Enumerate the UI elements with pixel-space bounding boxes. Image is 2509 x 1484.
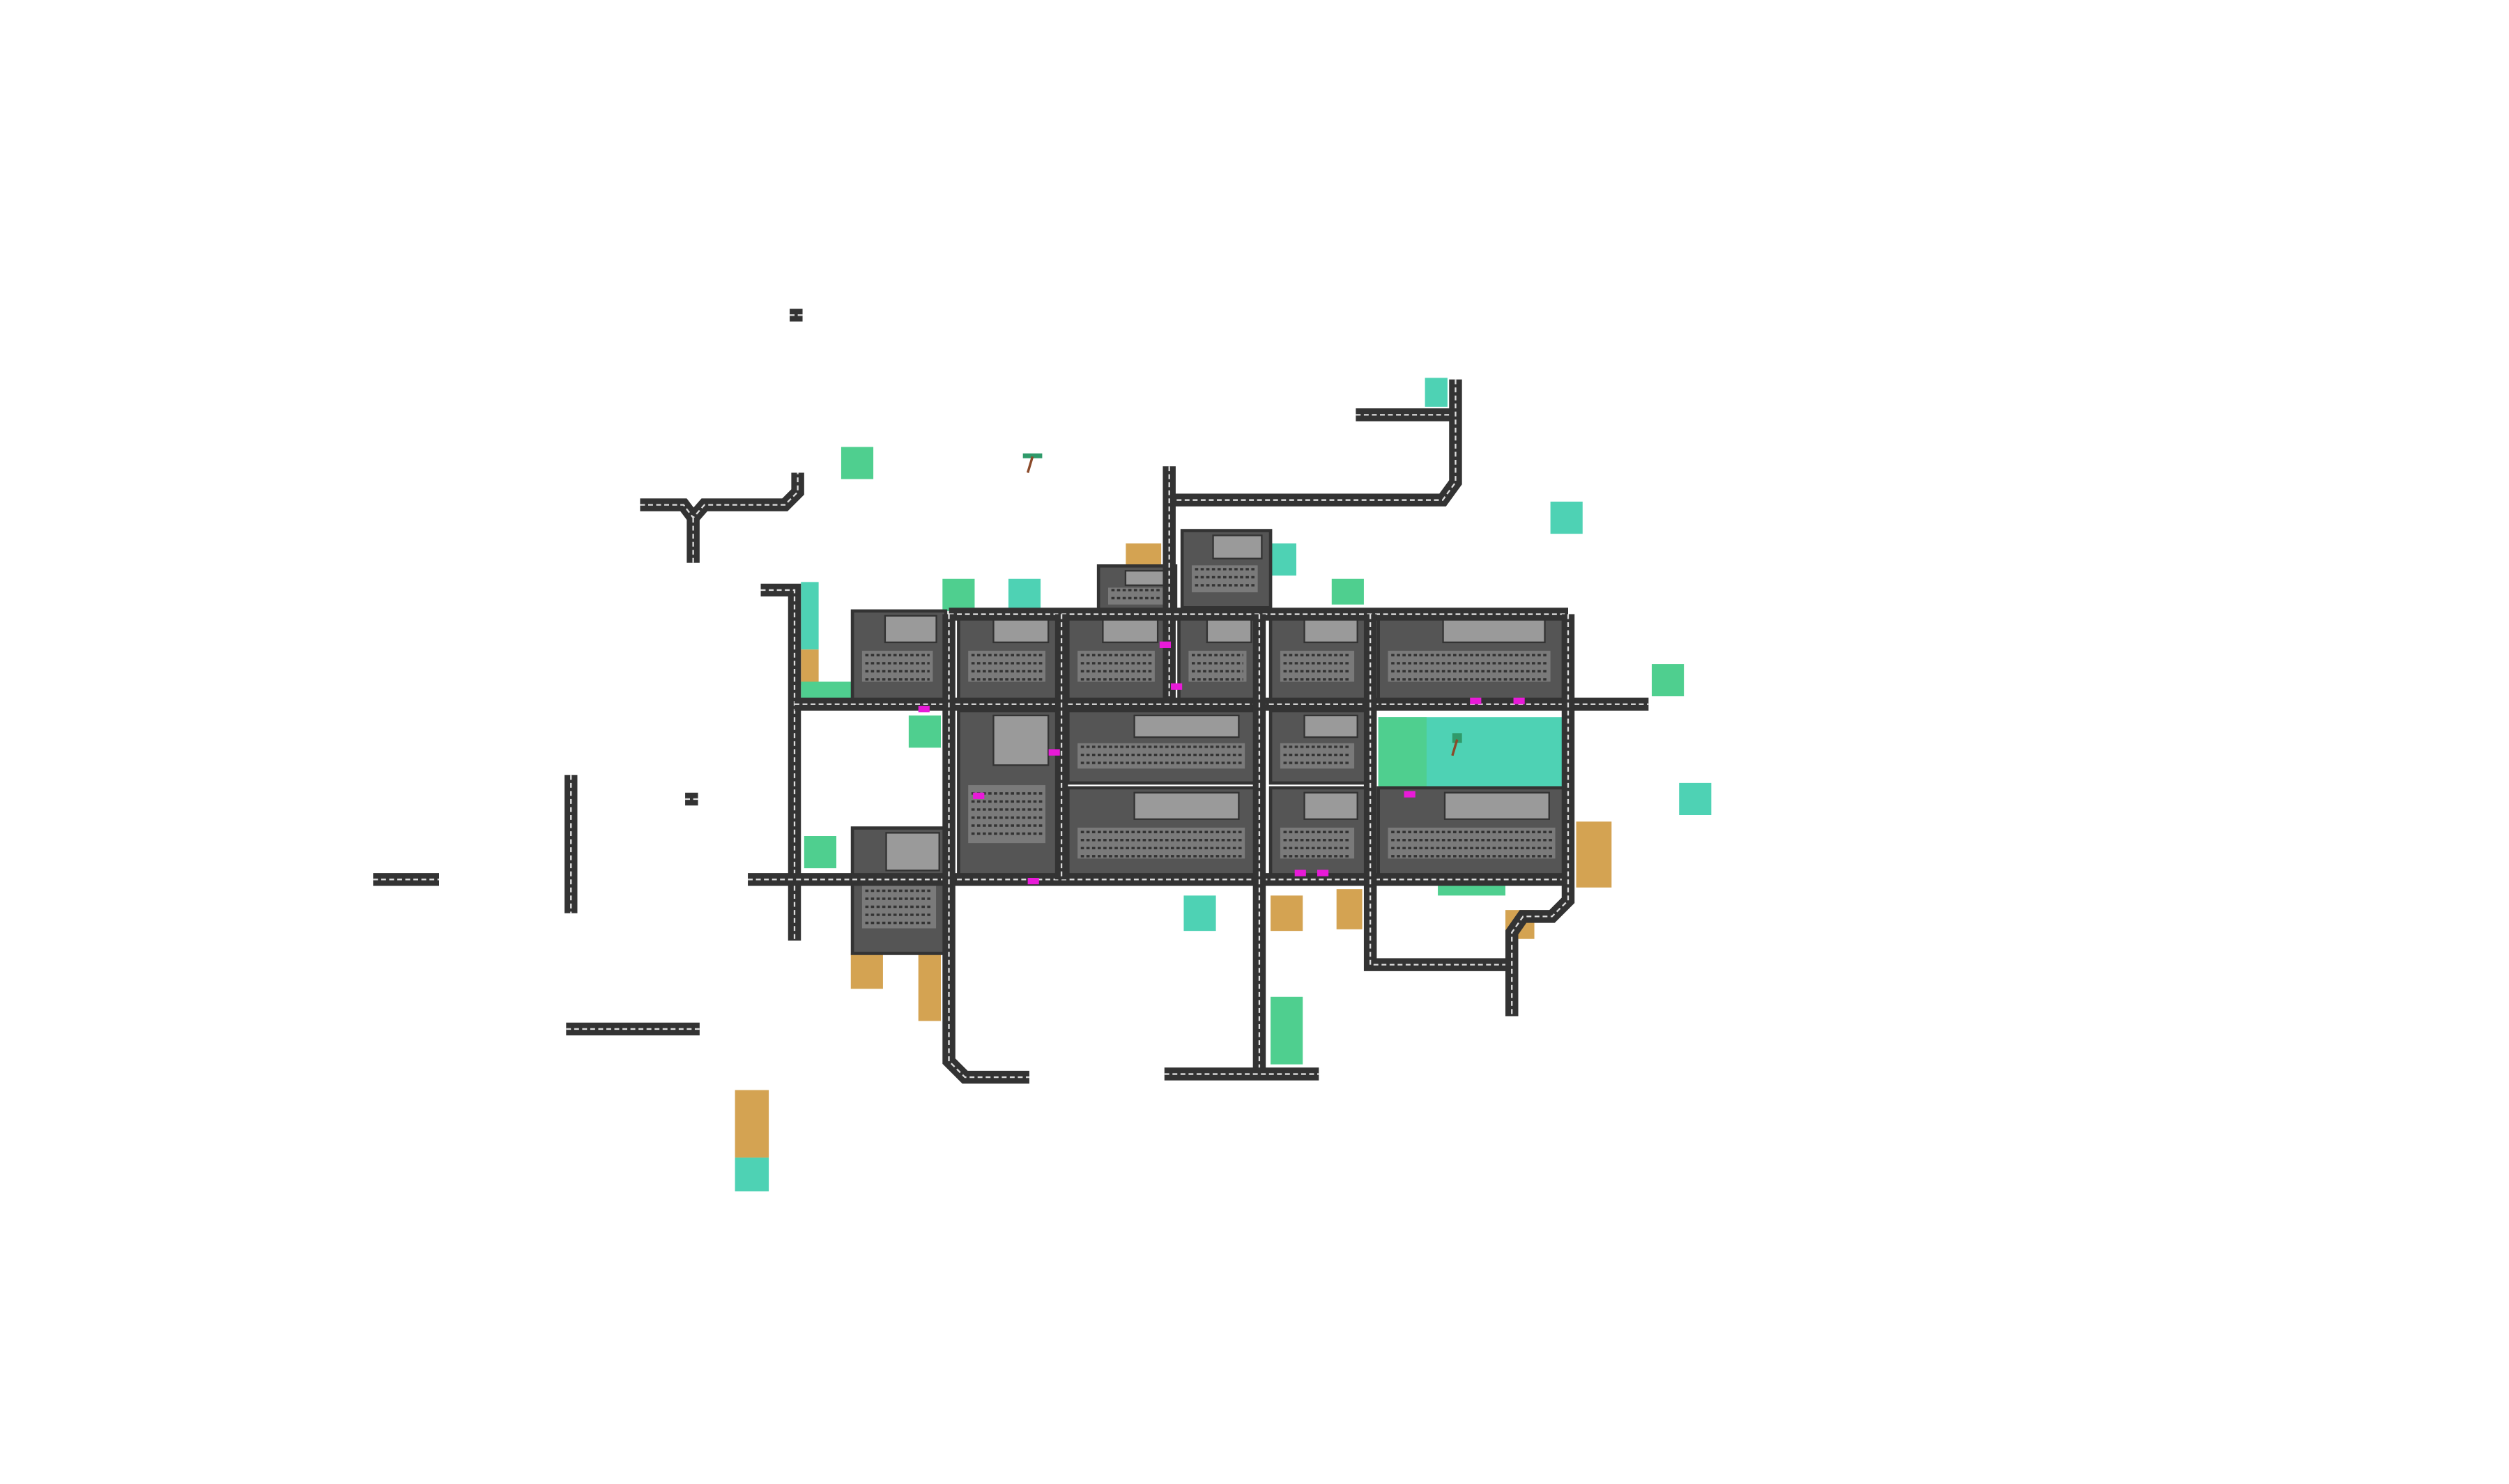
water_teal-tile [1271, 543, 1296, 576]
road-marking [948, 614, 1029, 1079]
grass-tile [801, 681, 853, 698]
grass-tile [908, 715, 941, 748]
car-icon [918, 706, 930, 713]
grass-tile [841, 447, 874, 479]
water_teal-tile [1183, 895, 1216, 932]
road-marking [1511, 614, 1570, 1017]
city-blocks [850, 529, 1570, 955]
car-icon [1470, 697, 1482, 704]
building-roof [1133, 714, 1240, 739]
road-tile-icon [760, 583, 801, 941]
car-icon [1159, 641, 1171, 648]
sand-tile [1271, 895, 1303, 932]
road-marking [1169, 379, 1457, 501]
car-icon [973, 792, 985, 799]
tree-icon [1022, 453, 1043, 458]
building-roof [1443, 791, 1550, 820]
building-roof [884, 615, 937, 644]
sand-tile [801, 649, 819, 686]
tree-trunk [1026, 456, 1034, 473]
car-icon [1171, 683, 1183, 690]
building-roof [1303, 714, 1358, 739]
water_teal-tile [1008, 578, 1041, 611]
grass-tile [1271, 996, 1303, 1065]
car-icon [1294, 869, 1306, 876]
road-marking [1369, 614, 1512, 966]
water_teal-tile [1679, 782, 1712, 815]
sand-tile [735, 1090, 769, 1158]
grass-tile [942, 578, 975, 611]
road-marking [640, 472, 799, 519]
building-roof [1303, 791, 1358, 820]
building-roof [1212, 534, 1263, 559]
grass-tile [804, 836, 836, 869]
building-roof [1133, 791, 1240, 820]
tree-icon [1022, 453, 1462, 757]
road-marking [760, 589, 796, 941]
water_teal-tile [735, 1157, 769, 1191]
car-icon [1027, 878, 1039, 885]
building-roof [992, 714, 1050, 766]
sand-tile [918, 953, 941, 1021]
sand-tile [1336, 889, 1363, 929]
grass-tile [1652, 664, 1685, 697]
sand-tile [1126, 543, 1162, 566]
building-roof [885, 832, 940, 872]
terrain-tiles [735, 378, 1712, 1191]
water_teal-tile [801, 582, 819, 650]
road-tile-icon [640, 472, 804, 528]
grass-tile [1331, 578, 1364, 605]
tree-trunk [1451, 739, 1459, 757]
car-icon [1317, 869, 1329, 876]
vehicles [918, 641, 1525, 885]
car-icon [1404, 791, 1415, 798]
car-icon [1513, 697, 1525, 704]
building-roof [1124, 570, 1169, 587]
water_teal-tile [1425, 378, 1448, 407]
road-network [373, 309, 1649, 1084]
sand-tile [850, 953, 883, 989]
tree-canopy [1452, 733, 1462, 743]
building-windows [1388, 651, 1551, 682]
car-icon [1048, 749, 1060, 756]
sand-tile [1576, 821, 1612, 888]
grass-tile [1378, 717, 1427, 790]
road-tile-icon [1169, 379, 1462, 507]
water_teal-tile [1550, 502, 1583, 534]
